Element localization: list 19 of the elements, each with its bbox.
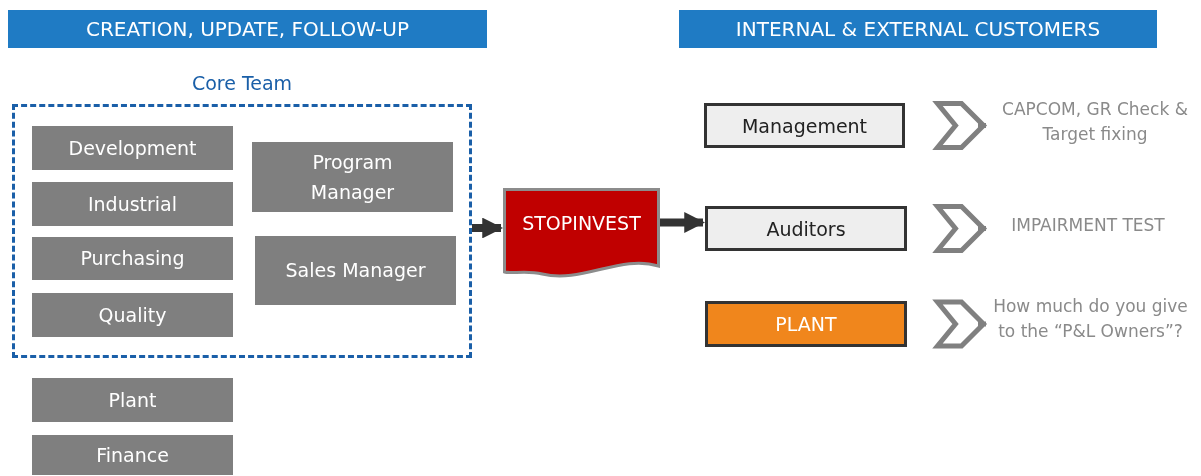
role-box: Purchasing	[32, 237, 233, 280]
result-text: CAPCOM, GR Check & Target fixing	[986, 92, 1200, 152]
result-text: IMPAIRMENT TEST	[986, 196, 1186, 256]
section-header: INTERNAL & EXTERNAL CUSTOMERS	[679, 10, 1157, 48]
customer-box: Auditors	[705, 206, 907, 251]
role-box: Development	[32, 126, 233, 170]
role-box: Finance	[32, 435, 233, 475]
role-box: Industrial	[32, 182, 233, 226]
role-box: Sales Manager	[255, 236, 456, 305]
result-text: How much do you give to the “P&L Owners”?	[986, 276, 1191, 362]
section-header: CREATION, UPDATE, FOLLOW-UP	[8, 10, 487, 48]
role-box: Quality	[32, 293, 233, 337]
customer-box: PLANT	[705, 301, 907, 347]
group-label: Core Team	[190, 72, 294, 94]
document-shape: STOPINVEST	[503, 188, 660, 280]
arrow	[660, 212, 706, 233]
customer-box: Management	[704, 103, 905, 148]
role-box: Plant	[32, 378, 233, 422]
role-box: Program Manager	[252, 142, 453, 212]
